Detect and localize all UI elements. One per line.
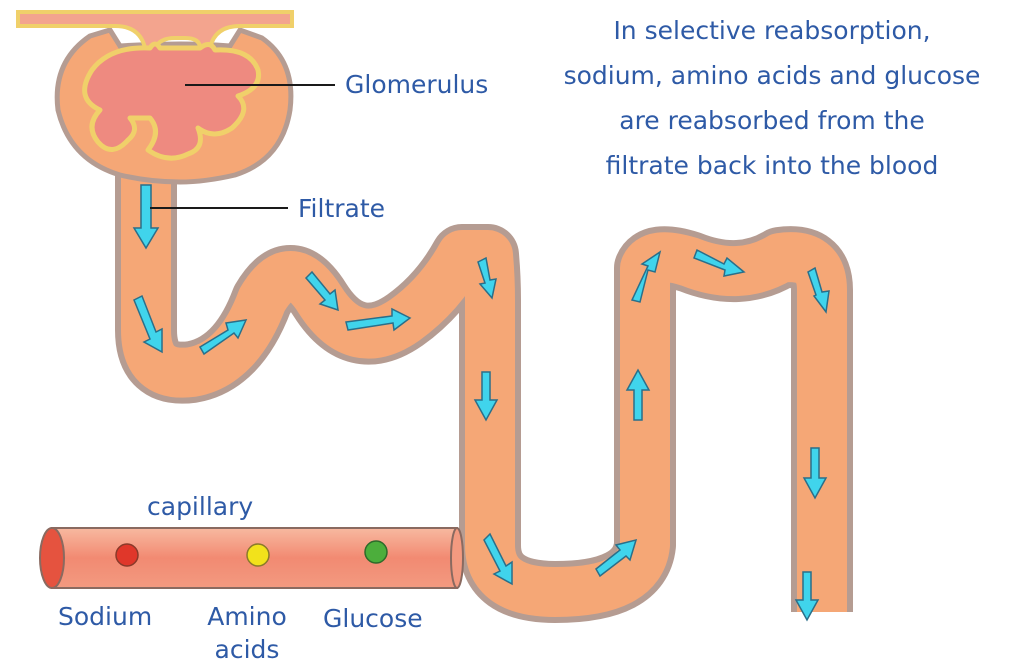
glucose-particle — [365, 541, 387, 563]
filtrate-label: Filtrate — [298, 196, 385, 221]
amino-acid-particle — [247, 544, 269, 566]
sodium-label: Sodium — [58, 604, 152, 629]
capillary-end — [40, 528, 64, 588]
amino-acids-label: Amino acids — [198, 604, 296, 662]
glucose-label: Glucose — [323, 606, 423, 631]
capillary-label: capillary — [147, 494, 253, 519]
amino-label-line1: Amino — [198, 604, 296, 629]
capillary-end-right — [451, 528, 463, 588]
amino-label-line2: acids — [198, 637, 296, 662]
caption-line: sodium, amino acids and glucose — [538, 53, 1006, 98]
caption-line: are reabsorbed from the — [538, 98, 1006, 143]
glomerulus-label: Glomerulus — [345, 72, 488, 97]
caption-line: In selective reabsorption, — [538, 8, 1006, 53]
caption: In selective reabsorption, sodium, amino… — [538, 8, 1006, 188]
sodium-particle — [116, 544, 138, 566]
caption-line: filtrate back into the blood — [538, 143, 1006, 188]
